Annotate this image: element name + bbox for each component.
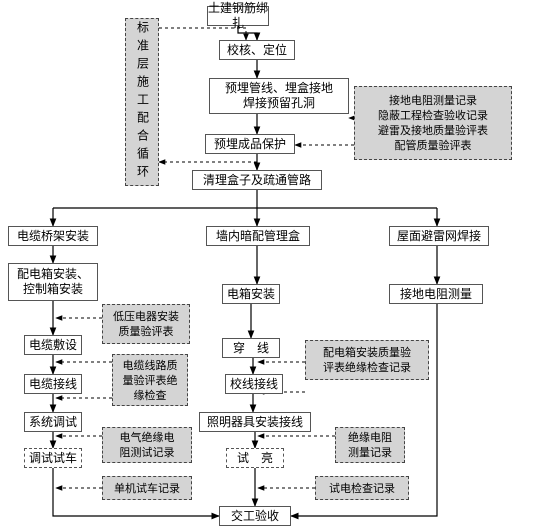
node-wall: 墙内暗配管理盒	[206, 226, 310, 246]
flow-start-check	[237, 26, 261, 41]
note-single-run: 单机试车记录	[102, 476, 192, 500]
node-test-run: 调试试车	[24, 448, 82, 468]
node-lighting: 照明器具安装接线	[199, 412, 311, 432]
node-sys-debug: 系统调试	[24, 412, 82, 432]
node-wire-conn: 校线接线	[225, 374, 283, 394]
dash-cycle-check	[207, 27, 249, 41]
node-accept: 交工验收	[219, 506, 291, 526]
node-elec-box: 电箱安装	[222, 284, 280, 304]
node-threading: 穿 线	[222, 338, 280, 358]
node-clean: 清理盒子及疏通管路	[192, 170, 322, 190]
node-check: 校核、定位	[219, 40, 295, 60]
flow-run-accept	[52, 468, 220, 520]
note-cable-eval: 电缆线路质 量验评表绝 缘检查	[112, 354, 188, 406]
node-box-install: 配电箱安装、 控制箱安装	[8, 263, 98, 301]
note-insul-res: 绝缘电阻 测量记录	[335, 427, 405, 463]
note-records-top: 接地电阻测量记录 隐蔽工程检查验收记录 避雷及接地质量验评表 配管质量验评表	[354, 86, 512, 160]
note-cycle: 标准层施工配合循环	[125, 18, 159, 186]
node-cable-conn: 电缆接线	[24, 374, 82, 394]
note-box-eval: 配电箱安装质量验 评表绝缘检查记录	[305, 340, 429, 380]
node-roof: 屋面避雷网焊接	[389, 226, 489, 246]
flow-ground-accept	[290, 304, 438, 520]
node-ground-meas: 接地电阻测量	[389, 284, 483, 304]
node-protect: 预埋成品保护	[205, 134, 295, 154]
node-start: 土建钢筋绑扎	[207, 1, 269, 30]
note-low-voltage: 低压电器安装 质量验评表	[102, 304, 190, 344]
note-insulation: 电气绝缘电 阻测试记录	[102, 427, 192, 463]
node-test-light: 试 亮	[226, 448, 284, 468]
node-embed: 预埋管线、埋盒接地 焊接预留孔洞	[209, 78, 349, 114]
node-tray: 电缆桥架安装	[8, 226, 98, 246]
note-power-test: 试电检查记录	[315, 476, 409, 500]
node-cable-lay: 电缆敷设	[24, 335, 82, 355]
